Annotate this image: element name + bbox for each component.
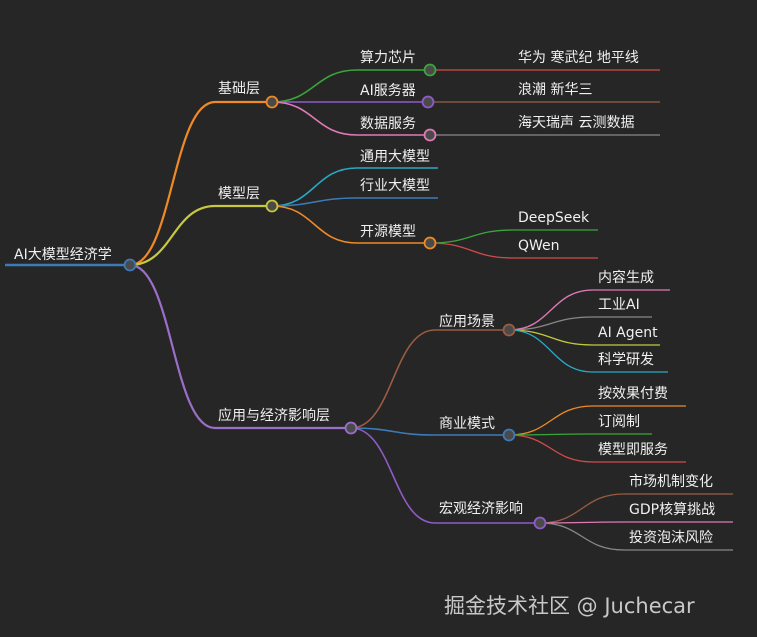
sub-node-dot — [421, 95, 435, 109]
sub-link — [350, 427, 436, 524]
leaf-label: 订阅制 — [598, 414, 640, 430]
leaf-link — [508, 433, 594, 436]
leaf-label: 模型即服务 — [598, 442, 668, 458]
root-label: AI大模型经济学 — [14, 247, 112, 263]
leaf-label: QWen — [518, 238, 560, 254]
leaf-link — [508, 329, 594, 346]
leaf-link — [508, 329, 594, 373]
leaf-label: 内容生成 — [598, 270, 654, 286]
sub-link — [271, 101, 358, 136]
sub-node-dot — [423, 63, 437, 77]
sub-label: 行业大模型 — [360, 178, 430, 194]
leaf-label: 科学研发 — [598, 352, 654, 368]
branch-node-dot — [265, 95, 279, 109]
leaf-link — [508, 289, 594, 331]
sub-label: 宏观经济影响 — [439, 501, 523, 517]
sub-node-dot — [502, 323, 516, 337]
leaf-link — [429, 229, 514, 244]
branch-label: 应用与经济影响层 — [218, 408, 330, 424]
leaf-label: 海天瑞声 云测数据 — [518, 115, 635, 131]
sub-label: 开源模型 — [360, 224, 416, 240]
branch-node-dot — [265, 199, 279, 213]
branch-link — [129, 100, 216, 267]
sub-link — [350, 427, 436, 436]
branch-node-dot — [344, 421, 358, 435]
watermark: 掘金技术社区 @ Juchecar — [444, 594, 695, 618]
leaf-label: 浪潮 新华三 — [518, 82, 593, 98]
sub-label: 商业模式 — [439, 416, 495, 432]
leaf-link — [539, 493, 625, 524]
sub-label: AI服务器 — [360, 83, 416, 99]
root-node-dot — [123, 258, 137, 272]
sub-link — [271, 69, 358, 103]
leaf-label: 投资泡沫风险 — [629, 530, 713, 546]
branch-label: 模型层 — [218, 186, 260, 202]
leaf-label: 华为 寒武纪 地平线 — [518, 50, 639, 66]
leaf-label: DeepSeek — [518, 210, 590, 226]
leaf-link — [539, 521, 625, 524]
sub-link — [350, 329, 436, 429]
sub-node-dot — [423, 236, 437, 250]
branch-link — [129, 204, 216, 267]
sub-node-dot — [533, 516, 547, 530]
leaf-label: 按效果付费 — [598, 386, 668, 402]
leaf-link — [539, 522, 625, 551]
leaf-label: 工业AI — [598, 297, 640, 313]
leaf-label: 市场机制变化 — [629, 474, 713, 490]
sub-label: 应用场景 — [439, 314, 495, 330]
leaf-link — [508, 434, 594, 463]
leaf-label: GDP核算挑战 — [629, 502, 716, 518]
branch-label: 基础层 — [218, 81, 260, 97]
sub-label: 算力芯片 — [360, 50, 416, 66]
branch-link — [129, 263, 216, 430]
leaf-link — [429, 242, 514, 259]
sub-node-dot — [502, 428, 516, 442]
sub-link — [271, 205, 358, 244]
sub-node-dot — [423, 128, 437, 142]
sub-label: 数据服务 — [360, 116, 416, 132]
leaf-label: AI Agent — [598, 325, 658, 341]
sub-link — [271, 167, 358, 207]
sub-label: 通用大模型 — [360, 149, 430, 165]
leaf-link — [508, 405, 594, 436]
leaf-link — [508, 316, 594, 331]
sub-link — [271, 197, 358, 207]
